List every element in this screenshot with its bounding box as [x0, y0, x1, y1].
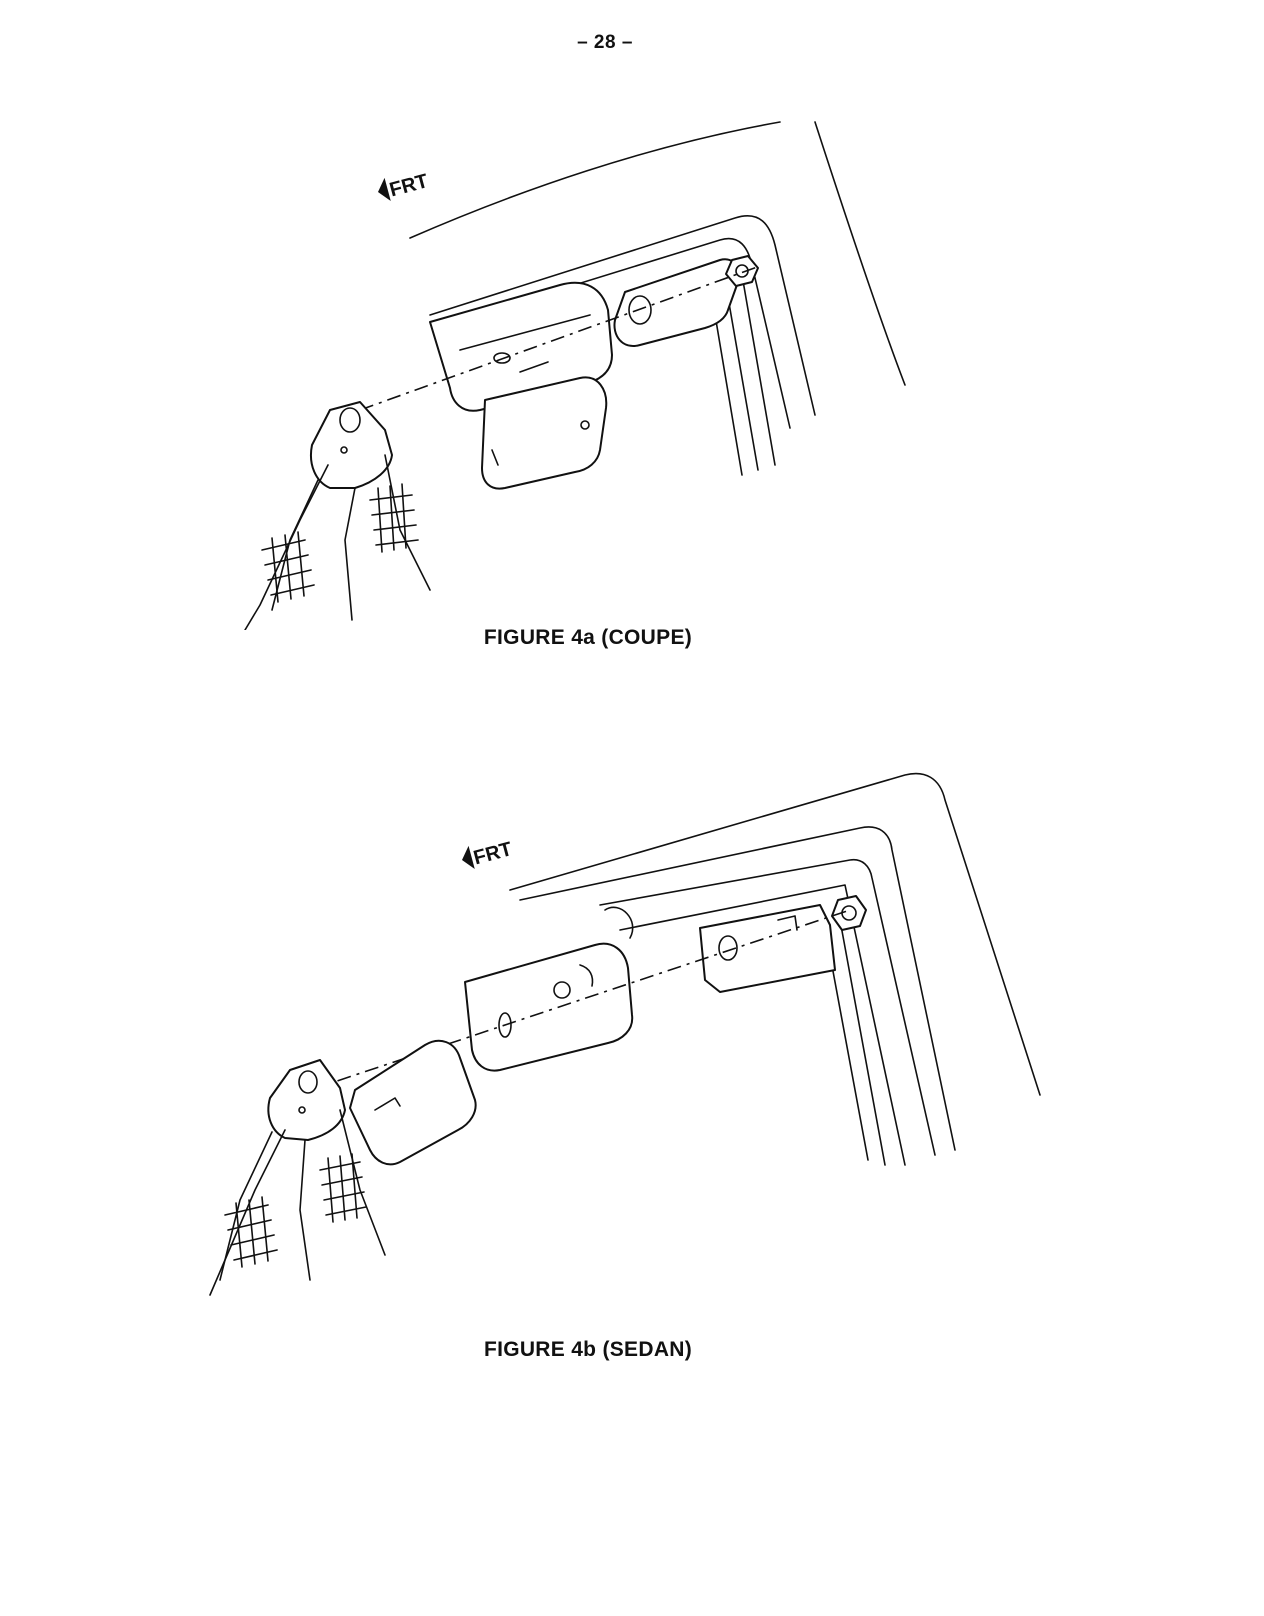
belt-webbing-edge-3	[339, 1109, 386, 1256]
belt-webbing-edge-4	[219, 1131, 273, 1281]
guide-rivet	[580, 420, 590, 430]
bolt-center-line	[359, 265, 761, 411]
belt-stitching-grid-1	[319, 1153, 367, 1223]
anchor-nut	[725, 255, 759, 287]
figure-4a-caption: FIGURE 4a (COUPE)	[483, 626, 693, 649]
figure-4b-illustration: FRT	[0, 760, 1264, 1320]
belt-guide-loop	[481, 376, 608, 490]
roof-outer-line	[509, 772, 1041, 1096]
frame-channel-2	[724, 279, 759, 471]
belt-stitching-grid-1	[369, 483, 419, 553]
bracket-body	[464, 942, 634, 1072]
anchor-nut	[831, 895, 867, 931]
belt-stitching-grid-2	[261, 531, 315, 603]
sedan-seatbelt-drawing: FRT	[209, 772, 1041, 1296]
bracket-body	[429, 281, 613, 412]
frame-channel-1	[839, 919, 886, 1166]
page-number: – 28 –	[577, 32, 633, 53]
figure-4b-caption: FIGURE 4b (SEDAN)	[483, 1338, 693, 1361]
frame-channel-3	[741, 274, 776, 466]
anchor-hole	[628, 295, 652, 325]
arrow-left-icon	[378, 177, 391, 202]
bracket-slot	[519, 361, 549, 373]
guide-slot	[491, 449, 499, 466]
door-frame-outer	[429, 215, 816, 416]
door-frame-outer	[599, 858, 936, 1156]
roof-inner-line	[519, 826, 956, 1151]
anchor-hole	[718, 935, 738, 961]
anchor-bolt	[267, 1059, 346, 1141]
frt-label: FRT	[471, 838, 514, 869]
bracket-slot-left	[498, 1012, 512, 1038]
guide-slot	[374, 1097, 401, 1111]
frame-anchor-plate	[613, 258, 740, 347]
frt-label: FRT	[387, 170, 430, 201]
trim-edge	[604, 906, 634, 939]
bracket-fold	[459, 314, 591, 351]
pillar-edge-line	[814, 121, 906, 386]
front-direction-indicator: FRT	[462, 838, 515, 870]
roof-edge-line	[409, 121, 781, 239]
belt-webbing-edge-1	[209, 1129, 286, 1296]
bracket-bolt-hole	[553, 981, 571, 999]
belt-webbing-edge-2	[299, 1139, 311, 1281]
bracket-hole	[493, 352, 511, 364]
frame-anchor-plate	[699, 904, 836, 993]
belt-stitching-grid-2	[224, 1196, 278, 1268]
belt-webbing-edge-1	[244, 464, 329, 630]
front-direction-indicator: FRT	[378, 170, 431, 202]
arrow-left-icon	[462, 845, 475, 870]
belt-guide-loop	[349, 1039, 477, 1166]
belt-webbing-edge-3	[384, 454, 431, 591]
belt-webbing-edge-4	[271, 479, 319, 611]
belt-webbing-edge-2	[344, 487, 356, 621]
coupe-seatbelt-drawing: FRT	[244, 121, 906, 630]
plate-slot	[777, 915, 798, 931]
door-frame-inner	[619, 884, 906, 1166]
bracket-edge-detail	[579, 964, 594, 987]
figure-4a-illustration: FRT	[0, 110, 1264, 630]
